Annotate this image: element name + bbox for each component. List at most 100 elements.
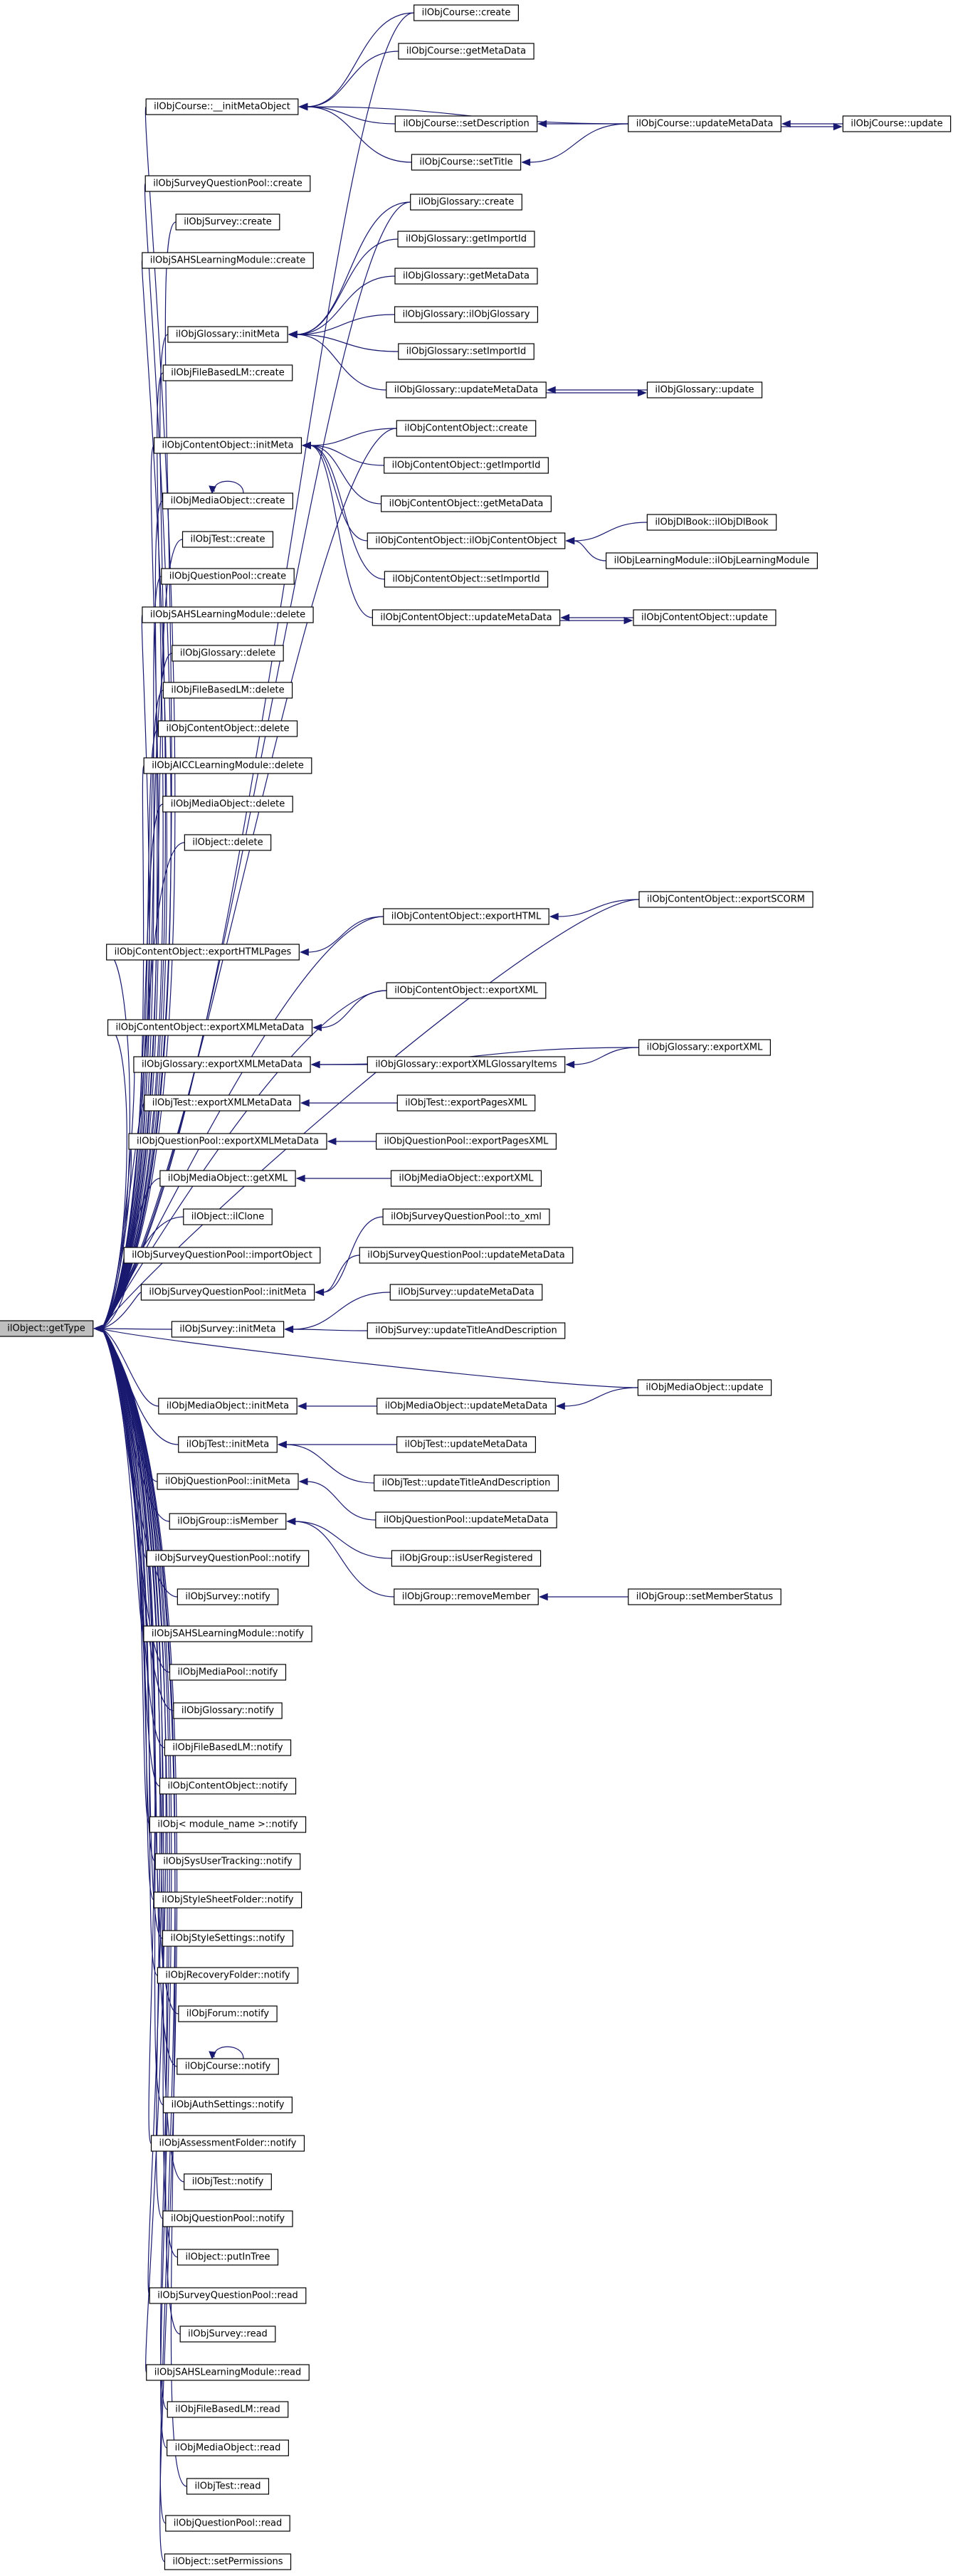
node-mo-read[interactable]: ilObjMediaObject::read xyxy=(167,2439,289,2456)
node-mo-getxml[interactable]: ilObjMediaObject::getXML xyxy=(159,1170,296,1187)
node-fb-read[interactable]: ilObjFileBasedLM::read xyxy=(167,2401,289,2418)
node-co-notify[interactable]: ilObjContentObject::notify xyxy=(159,1778,297,1795)
node-co-expxmlmeta[interactable]: ilObjContentObject::exportXMLMetaData xyxy=(107,1019,313,1036)
node-co-getmeta[interactable]: ilObjContentObject::getMetaData xyxy=(381,495,552,512)
node-mo-initmeta[interactable]: ilObjMediaObject::initMeta xyxy=(158,1398,298,1415)
node-co-exphtmlpages[interactable]: ilObjContentObject::exportHTMLPages xyxy=(106,944,300,961)
node-g-setimport[interactable]: ilObjGlossary::setImportId xyxy=(398,343,535,360)
node-co-expscorm[interactable]: ilObjContentObject::exportSCORM xyxy=(638,891,814,908)
node-c-create[interactable]: ilObjCourse::create xyxy=(414,4,519,21)
node-sqp-initmeta[interactable]: ilObjSurveyQuestionPool::initMeta xyxy=(140,1284,315,1301)
node-fb-notify[interactable]: ilObjFileBasedLM::notify xyxy=(164,1739,292,1756)
node-co-getimport[interactable]: ilObjContentObject::getImportId xyxy=(384,457,549,474)
node-g-notify[interactable]: ilObjGlossary::notify xyxy=(173,1702,283,1719)
node-co-delete[interactable]: ilObjContentObject::delete xyxy=(157,720,298,737)
node-sqp-create[interactable]: ilObjSurveyQuestionPool::create xyxy=(144,175,311,192)
node-mo-create[interactable]: ilObjMediaObject::create xyxy=(162,492,293,510)
node-gr-setmemberstatus[interactable]: ilObjGroup::setMemberStatus xyxy=(628,1588,781,1605)
node-g-ctor[interactable]: ilObjGlossary::ilObjGlossary xyxy=(394,306,539,323)
node-sahs-notify[interactable]: ilObjSAHSLearningModule::notify xyxy=(143,1625,312,1642)
node-g-getmeta[interactable]: ilObjGlossary::getMetaData xyxy=(394,268,538,285)
node-t-updtitle[interactable]: ilObjTest::updateTitleAndDescription xyxy=(374,1474,559,1492)
node-co-initmeta[interactable]: ilObjContentObject::initMeta xyxy=(153,437,302,454)
node-sv-initmeta[interactable]: ilObjSurvey::initMeta xyxy=(171,1321,285,1338)
node-c-notify[interactable]: ilObjCourse::notify xyxy=(177,2058,279,2075)
node-sv-notify[interactable]: ilObjSurvey::notify xyxy=(177,1588,279,1605)
node-sahs-create[interactable]: ilObjSAHSLearningModule::create xyxy=(142,252,314,269)
node-gr-removemember[interactable]: ilObjGroup::removeMember xyxy=(394,1588,539,1605)
node-sahs-delete[interactable]: ilObjSAHSLearningModule::delete xyxy=(142,606,314,623)
node-c-settitle[interactable]: ilObjCourse::setTitle xyxy=(411,154,522,171)
node-lm-ctor[interactable]: ilObjLearningModule::ilObjLearningModule xyxy=(605,552,818,569)
node-qp-read[interactable]: ilObjQuestionPool::read xyxy=(165,2515,290,2532)
node-o-delete[interactable]: ilObject::delete xyxy=(184,834,272,851)
node-t-expxmlmeta[interactable]: ilObjTest::exportXMLMetaData xyxy=(144,1094,300,1112)
node-g-expxmlitems[interactable]: ilObjGlossary::exportXMLGlossaryItems xyxy=(367,1056,566,1073)
node-g-updmeta[interactable]: ilObjGlossary::updateMetaData xyxy=(386,381,547,398)
node-o-putintree[interactable]: ilObject::putInTree xyxy=(177,2249,279,2266)
node-au-notify[interactable]: ilObjAuthSettings::notify xyxy=(162,2096,293,2113)
node-ss-notify[interactable]: ilObjStyleSettings::notify xyxy=(162,1930,294,1947)
node-qp-updmeta[interactable]: ilObjQuestionPool::updateMetaData xyxy=(375,1511,557,1529)
node-sqp-toxml[interactable]: ilObjSurveyQuestionPool::to_xml xyxy=(382,1208,550,1225)
node-co-setimport[interactable]: ilObjContentObject::setImportId xyxy=(384,571,549,588)
node-g-initmeta[interactable]: ilObjGlossary::initMeta xyxy=(167,326,288,343)
node-aicc-delete[interactable]: ilObjAICCLearningModule::delete xyxy=(143,757,312,774)
node-fb-delete[interactable]: ilObjFileBasedLM::delete xyxy=(162,682,293,699)
node-dlb-ctor[interactable]: ilObjDlBook::ilObjDlBook xyxy=(646,514,777,531)
node-sv-create[interactable]: ilObjSurvey::create xyxy=(175,213,280,231)
node-sv-updtitle[interactable]: ilObjSurvey::updateTitleAndDescription xyxy=(367,1322,566,1339)
node-af-notify[interactable]: ilObjAssessmentFolder::notify xyxy=(150,2135,305,2152)
node-t-updmeta[interactable]: ilObjTest::updateMetaData xyxy=(396,1436,537,1453)
node-sqp-import[interactable]: ilObjSurveyQuestionPool::importObject xyxy=(123,1247,321,1264)
node-co-updmeta[interactable]: ilObjContentObject::updateMetaData xyxy=(372,609,561,626)
node-ssf-notify[interactable]: ilObjStyleSheetFolder::notify xyxy=(153,1891,302,1909)
node-c-setdesc[interactable]: ilObjCourse::setDescription xyxy=(394,115,538,132)
node-c-updmeta[interactable]: ilObjCourse::updateMetaData xyxy=(628,115,781,132)
node-sut-notify[interactable]: ilObjSysUserTracking::notify xyxy=(154,1853,301,1870)
node-sv-read[interactable]: ilObjSurvey::read xyxy=(179,2326,276,2343)
node-gr-isuserreg[interactable]: ilObjGroup::isUserRegistered xyxy=(391,1550,542,1567)
node-qp-exppages[interactable]: ilObjQuestionPool::exportPagesXML xyxy=(375,1133,557,1150)
node-mo-delete[interactable]: ilObjMediaObject::delete xyxy=(162,796,293,813)
node-rf-notify[interactable]: ilObjRecoveryFolder::notify xyxy=(157,1967,299,1984)
node-t-notify[interactable]: ilObjTest::notify xyxy=(184,2173,272,2190)
node-mo-updmeta[interactable]: ilObjMediaObject::updateMetaData xyxy=(377,1398,556,1415)
node-g-expxml[interactable]: ilObjGlossary::exportXML xyxy=(638,1039,772,1056)
node-o-clone[interactable]: ilObject::ilClone xyxy=(183,1208,273,1225)
node-sahs-read[interactable]: ilObjSAHSLearningModule::read xyxy=(146,2364,310,2381)
node-co-create[interactable]: ilObjContentObject::create xyxy=(396,420,537,437)
node-qp-expxmlmeta[interactable]: ilObjQuestionPool::exportXMLMetaData xyxy=(128,1133,327,1150)
node-t-exppages[interactable]: ilObjTest::exportPagesXML xyxy=(396,1094,536,1112)
node-o-setperms[interactable]: ilObject::setPermissions xyxy=(164,2553,292,2570)
node-t-read[interactable]: ilObjTest::read xyxy=(186,2478,270,2495)
node-co-update[interactable]: ilObjContentObject::update xyxy=(633,609,776,626)
node-g-delete[interactable]: ilObjGlossary::delete xyxy=(172,645,284,662)
node-qp-create[interactable]: ilObjQuestionPool::create xyxy=(161,568,295,585)
node-g-create[interactable]: ilObjGlossary::create xyxy=(410,194,522,211)
node-g-update[interactable]: ilObjGlossary::update xyxy=(646,381,763,398)
node-co-exphtml[interactable]: ilObjContentObject::exportHTML xyxy=(383,908,549,925)
node-root[interactable]: ilObject::getType xyxy=(0,1320,94,1337)
node-mo-update[interactable]: ilObjMediaObject::update xyxy=(637,1379,772,1396)
node-fb-create[interactable]: ilObjFileBasedLM::create xyxy=(162,364,293,381)
node-c-getmeta[interactable]: ilObjCourse::getMetaData xyxy=(398,43,535,60)
node-qp-notify[interactable]: ilObjQuestionPool::notify xyxy=(162,2210,293,2227)
node-t-initmeta[interactable]: ilObjTest::initMeta xyxy=(178,1436,278,1453)
node-c-initmeta[interactable]: ilObjCourse::__initMetaObject xyxy=(145,98,299,115)
node-mp-notify[interactable]: ilObjMediaPool::notify xyxy=(169,1664,287,1681)
node-sqp-read[interactable]: ilObjSurveyQuestionPool::read xyxy=(149,2287,307,2304)
node-qp-initmeta[interactable]: ilObjQuestionPool::initMeta xyxy=(157,1473,299,1490)
node-fo-notify[interactable]: ilObjForum::notify xyxy=(178,2005,278,2022)
node-t-create[interactable]: ilObjTest::create xyxy=(181,531,274,548)
node-gr-ismember[interactable]: ilObjGroup::isMember xyxy=(169,1513,287,1530)
node-sqp-updmeta[interactable]: ilObjSurveyQuestionPool::updateMetaData xyxy=(359,1247,574,1264)
node-co-ctor[interactable]: ilObjContentObject::ilObjContentObject xyxy=(367,532,566,549)
node-mo-expxml[interactable]: ilObjMediaObject::exportXML xyxy=(390,1170,542,1187)
node-sqp-notify[interactable]: ilObjSurveyQuestionPool::notify xyxy=(146,1550,310,1567)
node-mod-notify[interactable]: ilObj< module_name >::notify xyxy=(149,1816,307,1833)
node-g-expxmlmeta[interactable]: ilObjGlossary::exportXMLMetaData xyxy=(133,1056,311,1073)
node-co-expxml[interactable]: ilObjContentObject::exportXML xyxy=(386,982,547,999)
node-sv-updmeta[interactable]: ilObjSurvey::updateMetaData xyxy=(389,1284,543,1301)
node-c-update[interactable]: ilObjCourse::update xyxy=(842,115,952,132)
